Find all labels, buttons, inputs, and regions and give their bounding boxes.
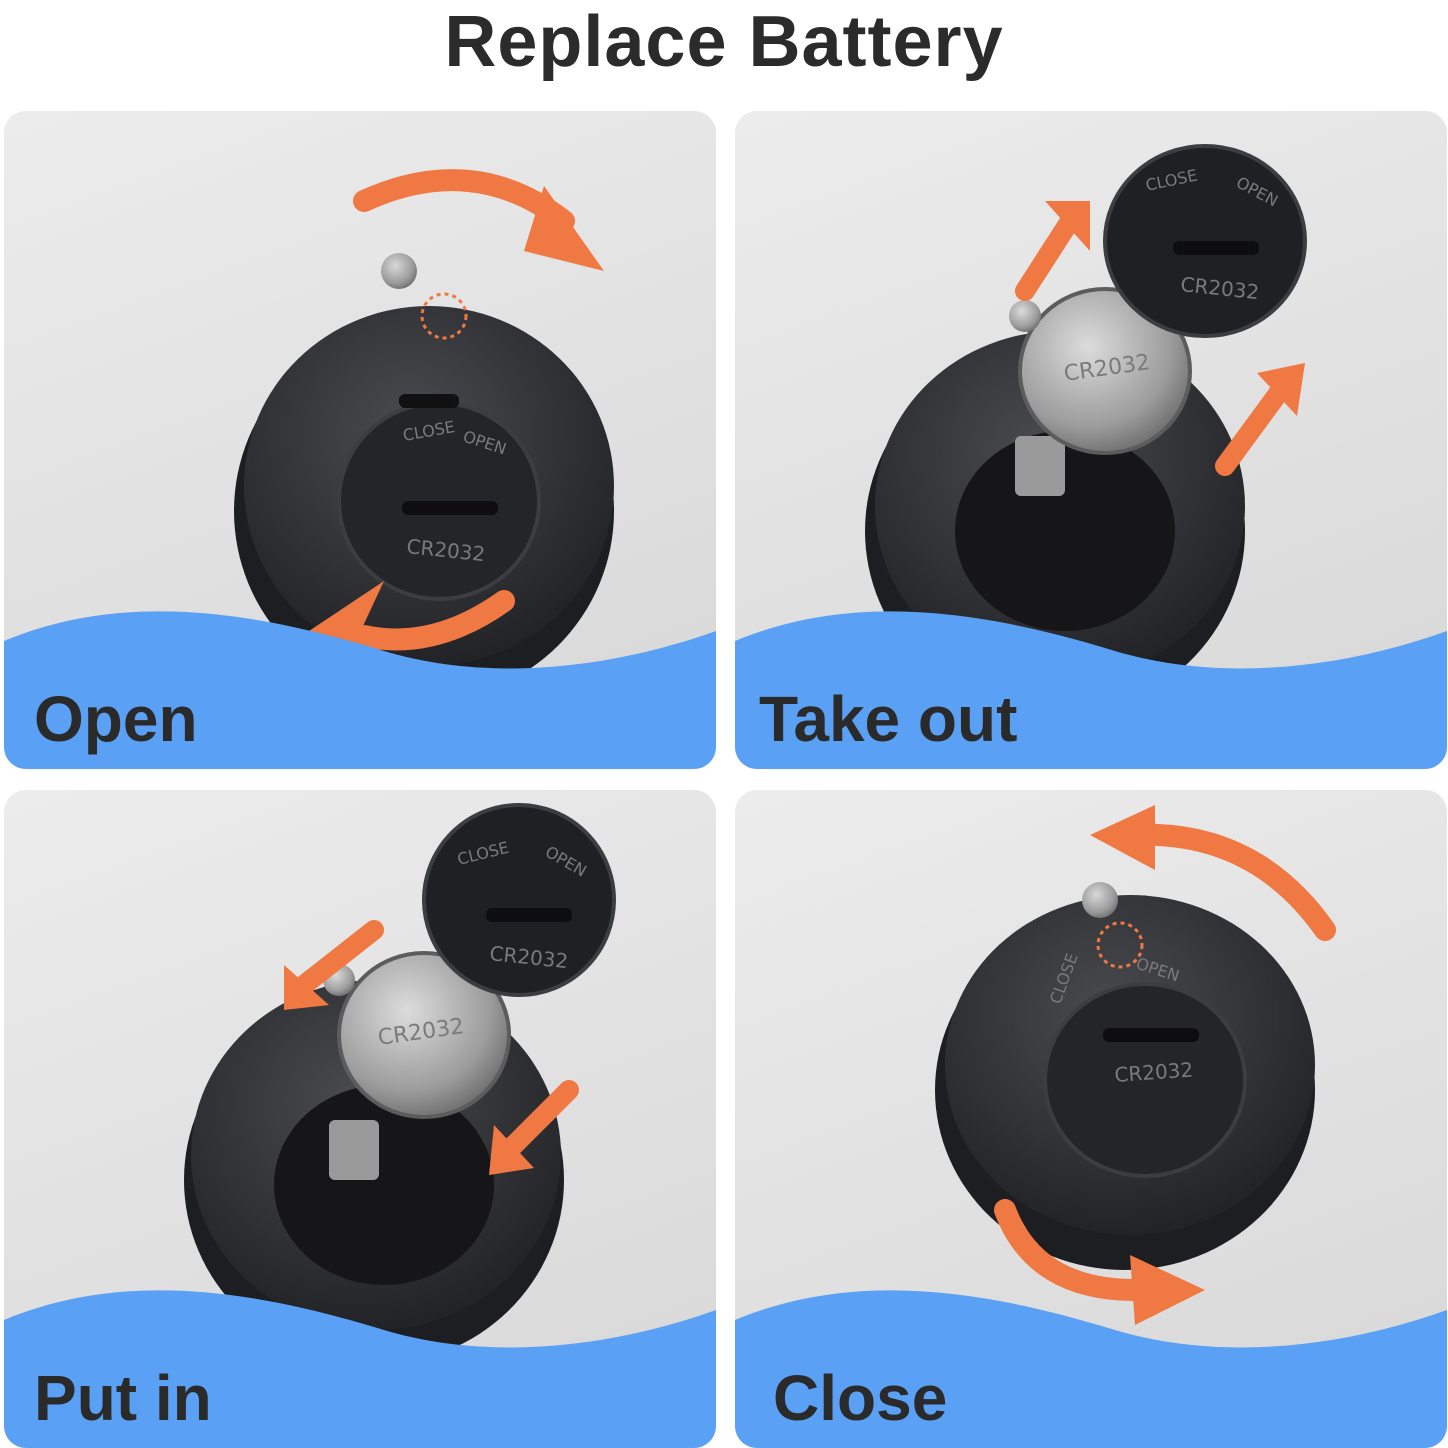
coin-slot: [1103, 1028, 1199, 1042]
step-label-take-out: Take out: [759, 683, 1018, 755]
insert-arrow-top: [294, 920, 384, 995]
rotate-arrow-bottom: [994, 1199, 1146, 1301]
put-in-illustration: CR2032 CLOSE OPEN CR2032: [4, 803, 716, 1448]
take-out-illustration: CR2032 CLOSE OPEN CR2032: [735, 144, 1447, 769]
wave-banner: [735, 611, 1447, 769]
battery-clip: [329, 1120, 379, 1180]
coin-slot: [402, 501, 498, 515]
page-title: Replace Battery: [444, 2, 1004, 82]
rotate-arrowhead-bottom: [1130, 1255, 1205, 1325]
wave-banner: [735, 1290, 1447, 1448]
lift-arrow-right: [1215, 381, 1290, 476]
lift-arrowhead-left: [1045, 201, 1090, 251]
detached-coin-slot: [486, 908, 572, 922]
rotate-arrow-top: [1124, 823, 1336, 941]
lift-arrowhead-right: [1257, 363, 1305, 416]
step-panel-put-in: CR2032 CLOSE OPEN CR2032 Put in: [4, 790, 716, 1448]
step-label-open: Open: [34, 683, 198, 755]
screw-knob: [381, 253, 417, 289]
step-label-put-in: Put in: [34, 1362, 212, 1434]
insert-arrow-bottom: [504, 1080, 579, 1155]
battery-model-engraving: CR2032: [1114, 1058, 1194, 1087]
step-panel-close: CLOSE OPEN CR2032 Close: [735, 790, 1447, 1448]
screw-knob: [1082, 882, 1118, 918]
detached-cover: [422, 803, 616, 997]
insert-arrowhead-top: [284, 965, 329, 1010]
close-illustration: CLOSE OPEN CR2032: [735, 805, 1447, 1448]
alignment-marker: [1096, 921, 1144, 969]
cover-slot: [399, 394, 459, 408]
step-panel-open: CLOSE OPEN CR2032 Open: [4, 111, 716, 769]
alignment-marker: [420, 292, 468, 340]
detached-coin-slot: [1173, 241, 1259, 255]
lift-arrow-left: [1015, 211, 1080, 301]
coin-battery: [1018, 287, 1192, 455]
battery-cavity: [274, 1085, 494, 1285]
coin-battery: [337, 951, 511, 1119]
screw-knob: [1009, 300, 1041, 332]
rotate-arrow-bottom: [353, 590, 515, 651]
step-panel-take-out: CR2032 CLOSE OPEN CR2032 Take out: [735, 111, 1447, 769]
rotate-arrowhead-top: [524, 186, 604, 271]
insert-arrowhead-bottom: [489, 1125, 534, 1175]
battery-cavity: [955, 431, 1175, 631]
rotate-arrow-top: [353, 169, 575, 232]
battery-clip: [1015, 436, 1065, 496]
rotate-arrowhead-top: [1090, 805, 1155, 870]
wave-banner: [4, 1290, 716, 1448]
step-label-close: Close: [773, 1362, 948, 1434]
wave-banner: [4, 611, 716, 769]
open-illustration: CLOSE OPEN CR2032: [4, 169, 716, 769]
